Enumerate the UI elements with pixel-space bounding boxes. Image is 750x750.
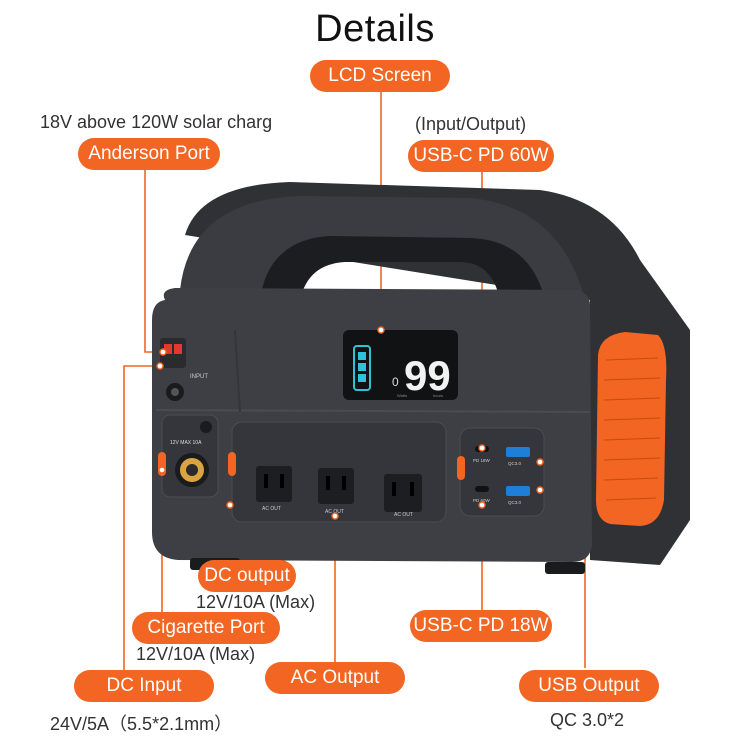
svg-text:hours: hours (433, 393, 443, 398)
note-anderson: 18V above 120W solar charg (40, 112, 273, 132)
note-cigarette: 12V/10A (Max) (136, 644, 256, 664)
svg-text:QC3.0: QC3.0 (508, 500, 522, 505)
usb-a-port-1 (506, 447, 530, 457)
svg-text:12V MAX 10A: 12V MAX 10A (170, 440, 202, 446)
lcd-screen (343, 330, 458, 400)
ac-outlet-2 (318, 468, 354, 504)
usb-c-pd18-port (475, 486, 489, 492)
lcd-value: 99 (404, 352, 451, 399)
dc-input-callout-line (123, 365, 160, 670)
label-lcd-screen: LCD Screen (310, 60, 450, 92)
dc-output-port (200, 421, 212, 433)
page-title: Details (315, 8, 435, 50)
note-dc-input: 24V/5A（5.5*2.1mm） (50, 714, 233, 734)
lcd-small-digit: 0 (392, 375, 399, 389)
note-usb-c-pd60: (Input/Output) (415, 114, 527, 134)
svg-text:Watts: Watts (397, 393, 407, 398)
label-usb-c-pd60: USB-C PD 60W (408, 140, 554, 172)
note-dc-output: 12V/10A (Max) (196, 592, 316, 612)
label-ac-output: AC Output (265, 662, 405, 694)
side-vent (596, 332, 667, 526)
ac-outlet-1 (256, 466, 292, 502)
label-cigarette-port: Cigarette Port (132, 612, 280, 644)
svg-text:PD 18W: PD 18W (473, 458, 491, 463)
input-text: INPUT (190, 374, 208, 380)
svg-text:AC OUT: AC OUT (394, 512, 413, 518)
label-usb-c-pd18: USB-C PD 18W (410, 610, 552, 642)
label-dc-output: DC output (198, 560, 296, 592)
ac-outlet-3 (384, 474, 422, 512)
label-dc-input: DC Input (74, 670, 214, 702)
note-usb-output: QC 3.0*2 (550, 710, 625, 730)
battery-icon (353, 345, 371, 391)
svg-text:PD 60W: PD 60W (473, 498, 491, 503)
label-usb-output: USB Output (519, 670, 659, 702)
svg-text:AC OUT: AC OUT (325, 509, 344, 515)
label-anderson-port: Anderson Port (78, 138, 220, 170)
svg-text:AC OUT: AC OUT (262, 506, 281, 512)
svg-text:QC3.0: QC3.0 (508, 461, 522, 466)
usb-a-port-2 (506, 486, 530, 496)
